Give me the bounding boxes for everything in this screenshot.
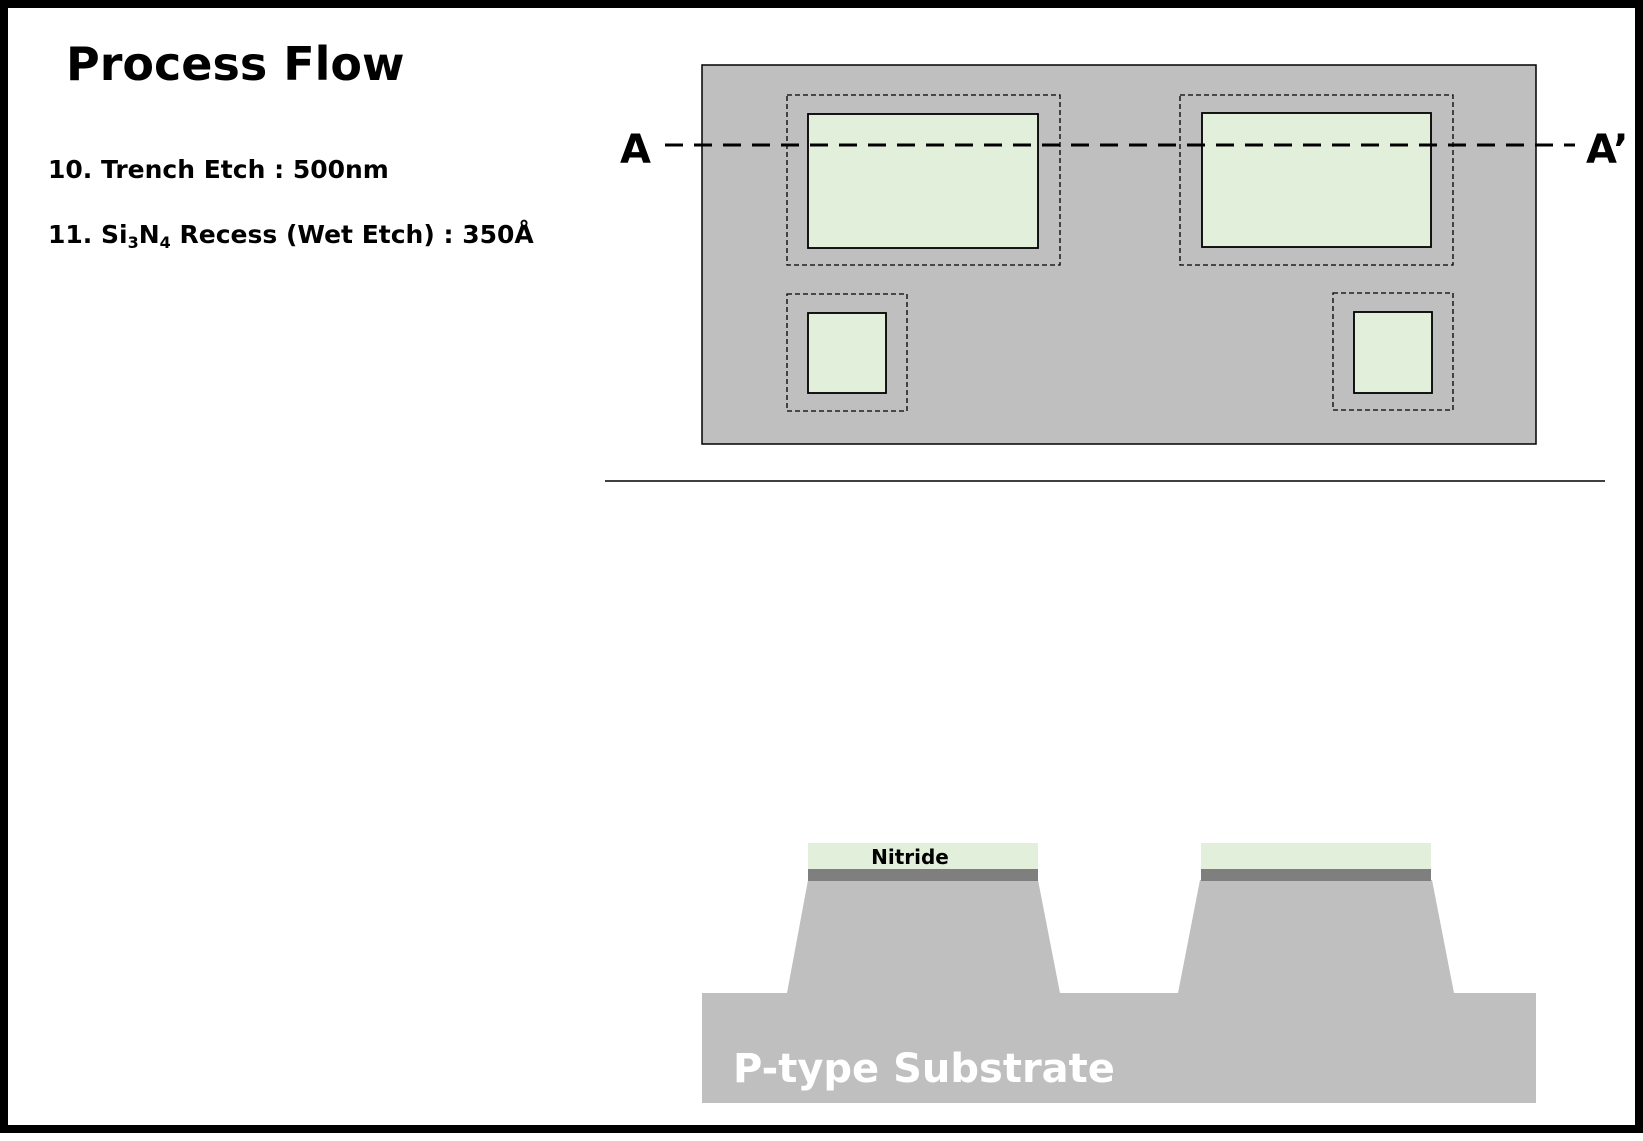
- active-area-large-right: [1201, 112, 1432, 248]
- step-name: Trench Etch: [101, 155, 266, 184]
- pad-oxide-left: [808, 869, 1038, 881]
- cut-line-start-label: A: [620, 127, 651, 173]
- step-number: 10.: [48, 155, 93, 184]
- active-area-small-left: [807, 312, 887, 394]
- pad-oxide-right: [1201, 869, 1431, 881]
- step-separator: :: [443, 220, 454, 249]
- nitride-layer-right: [1201, 843, 1431, 869]
- substrate-label: P-type Substrate: [733, 1046, 1115, 1092]
- substrate-cross-section: [702, 880, 1536, 1103]
- process-step-11: 11. Si3N4 Recess (Wet Etch) : 350Å: [48, 220, 534, 252]
- process-diagram: A A’ Nitride P-type Substrate: [605, 64, 1628, 1103]
- active-area-small-right: [1353, 311, 1433, 394]
- nitride-label: Nitride: [871, 845, 949, 869]
- step-name: Si3N4 Recess (Wet Etch): [101, 220, 435, 252]
- page-title: Process Flow: [66, 37, 405, 91]
- step-number: 11.: [48, 220, 93, 249]
- process-step-10: 10. Trench Etch : 500nm: [48, 155, 389, 184]
- step-separator: :: [274, 155, 285, 184]
- step-value: 500nm: [292, 155, 389, 184]
- top-view: A A’: [620, 64, 1628, 445]
- cut-line-end-label: A’: [1586, 127, 1628, 173]
- trench-boundary-large-left: [786, 94, 1061, 266]
- trench-boundary-small-right: [1332, 292, 1454, 411]
- active-area-large-left: [807, 113, 1039, 249]
- cross-section: Nitride P-type Substrate: [702, 843, 1536, 1103]
- trench-boundary-large-right: [1179, 94, 1454, 266]
- nitride-layer-left: [808, 843, 1038, 869]
- step-value: 350Å: [462, 220, 534, 249]
- trench-boundary-small-left: [786, 293, 908, 412]
